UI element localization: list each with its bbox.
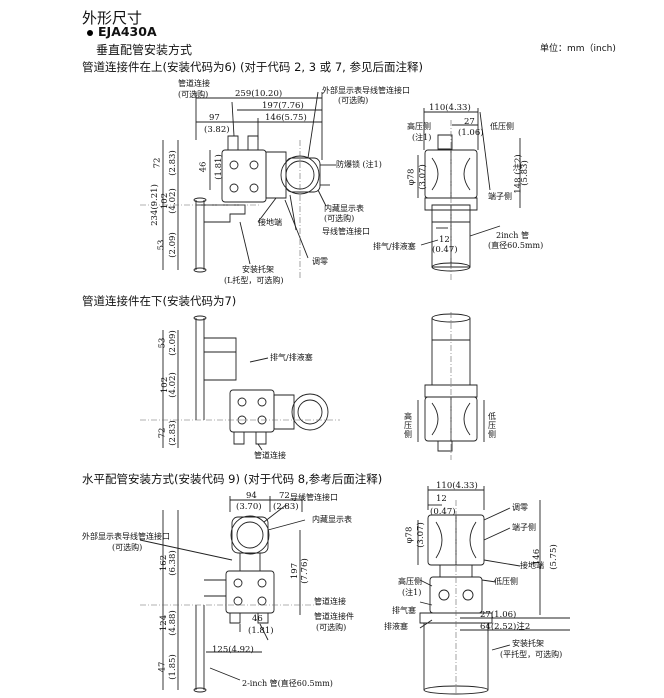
s1-dim-97: 97 bbox=[209, 113, 220, 123]
s3-pipe-2in-label: 2-inch 管(直径60.5mm) bbox=[242, 679, 333, 688]
s1-dim-53: 53 bbox=[156, 239, 167, 251]
s1-explosion-lock-label: 防爆锁 (注1) bbox=[336, 160, 382, 169]
section1-subtitle: 管道连接件在上(安装代码为6) (对于代码 2, 3 或 7, 参见后面注释) bbox=[82, 60, 423, 74]
s3-dim-46-inch: (1.81) bbox=[248, 626, 274, 636]
s2-dim-102-inch: (4.02) bbox=[167, 372, 178, 398]
s3-ground-label: 接地端 bbox=[520, 561, 544, 570]
s3-side-dim-12-inch: (0.47) bbox=[430, 507, 456, 517]
s2-dim-53-inch: (2.09) bbox=[167, 330, 178, 356]
s3-pipe-conn-label: 管道连接 bbox=[314, 597, 346, 606]
s1-side-dim-27-inch: (1.06) bbox=[458, 128, 484, 138]
s2-low-side-label: 低压侧 bbox=[488, 412, 496, 440]
s3-side-dim-110: 110(4.33) bbox=[436, 481, 478, 491]
s3-dim-162-inch: (6.38) bbox=[167, 550, 178, 576]
section3-title: 水平配管安装方式(安装代码 9) (对于代码 8,参考后面注释) bbox=[82, 472, 383, 486]
s1-pipe-2in-label: 2inch 管 bbox=[496, 231, 529, 240]
s1-high-side-label: 高压侧 bbox=[407, 122, 431, 131]
section1-title: 垂直配管安装方式 bbox=[96, 43, 193, 57]
s2-dim-53: 53 bbox=[157, 337, 168, 349]
s2-dim-72-inch: (2.83) bbox=[167, 420, 178, 446]
s1-pipe-2in-dia: (直径60.5mm) bbox=[488, 241, 544, 250]
s2-dim-72: 72 bbox=[157, 427, 168, 439]
s1-dim-234: 234(9.21) bbox=[149, 184, 160, 226]
s1-pipe-conn-optional: (可选购) bbox=[178, 90, 209, 99]
s1-terminal-side-label: 端子侧 bbox=[488, 192, 512, 201]
s3-dim-72: 72 bbox=[279, 491, 290, 501]
s1-low-side-label: 低压侧 bbox=[490, 122, 514, 131]
s1-dim-46-inch: (1.81) bbox=[213, 154, 224, 180]
s1-dim-97-inch: (3.82) bbox=[204, 125, 230, 135]
s3-dim-197: 197 bbox=[290, 562, 301, 580]
s1-side-dim-12: 12 bbox=[439, 235, 450, 245]
s3-pipe-fitting-optional: (可选购) bbox=[316, 623, 347, 632]
s3-dim-197-inch: (7.76) bbox=[299, 558, 310, 584]
s1-dim-72: 72 bbox=[152, 157, 163, 169]
s1-side-dim-110: 110(4.33) bbox=[429, 103, 471, 113]
s1-ext-display-optional: (可选购) bbox=[338, 96, 369, 105]
s1-side-dim-27: 27 bbox=[464, 117, 475, 127]
unit-note: 单位：mm（inch) bbox=[540, 44, 616, 54]
s1-dim-259: 259(10.20) bbox=[235, 89, 283, 99]
s3-ext-display-conduit-label: 外部显示表导线管连接口 bbox=[82, 532, 170, 541]
s3-terminal-side-label: 端子侧 bbox=[512, 523, 536, 532]
s3-side-dim-78: φ78 bbox=[404, 526, 415, 544]
model-name: EJA430A bbox=[98, 24, 157, 39]
section2-title: 管道连接件在下(安装代码为7) bbox=[82, 294, 237, 308]
page-title: 外形尺寸 bbox=[82, 9, 143, 27]
s1-vent-drain-label: 排气/排液塞 bbox=[373, 242, 416, 251]
s3-high-side-note: (注1) bbox=[402, 588, 422, 597]
s1-conduit-conn-label: 导线管连接口 bbox=[322, 227, 370, 236]
s3-dim-125: 125(4.92) bbox=[212, 645, 254, 655]
s1-ground-label: 接地端 bbox=[258, 218, 282, 227]
s3-dim-46: 46 bbox=[252, 614, 263, 624]
s3-dim-124-inch: (4.88) bbox=[167, 610, 178, 636]
s3-side-dim-64: 64(2.52)注2 bbox=[480, 622, 531, 632]
s3-pipe-fitting-label: 管道连接件 bbox=[314, 612, 354, 621]
s1-dim-102-inch: (4.02) bbox=[167, 188, 178, 214]
s3-side-dim-12: 12 bbox=[436, 494, 447, 504]
s3-zero-adjust-label: 调零 bbox=[512, 503, 528, 512]
s3-dim-47-inch: (1.85) bbox=[167, 654, 178, 680]
s1-side-dim-78-inch: (3.07) bbox=[417, 164, 428, 190]
s2-vent-drain-label: 排气/排液塞 bbox=[270, 353, 313, 362]
s1-internal-display-label: 内藏显示表 bbox=[324, 204, 364, 213]
s3-bracket-label: 安装托架 bbox=[512, 639, 544, 648]
s3-ext-display-optional: (可选购) bbox=[112, 543, 143, 552]
s1-dim-72-inch: (2.83) bbox=[167, 150, 178, 176]
s3-side-dim-27: 27(1.06) bbox=[480, 610, 517, 620]
s1-dim-197: 197(7.76) bbox=[262, 101, 304, 111]
s1-side-dim-78: φ78 bbox=[406, 168, 417, 186]
s1-pipe-conn-label: 管道连接 bbox=[178, 79, 210, 88]
s1-zero-adjust-label: 调零 bbox=[312, 257, 328, 266]
s3-side-dim-146-inch: (5.75) bbox=[548, 544, 559, 570]
s2-high-side-label: 高压侧 bbox=[404, 412, 412, 440]
s3-drain-plug-label: 排液塞 bbox=[384, 622, 408, 631]
s3-dim-94-inch: (3.70) bbox=[236, 502, 262, 512]
bullet-icon bbox=[87, 30, 93, 36]
s3-low-side-label: 低压侧 bbox=[494, 577, 518, 586]
s3-high-side-label: 高压侧 bbox=[398, 577, 422, 586]
s1-internal-display-optional: (可选购) bbox=[324, 214, 355, 223]
s1-dim-53-inch: (2.09) bbox=[167, 232, 178, 258]
s1-bracket-label: 安装托架 bbox=[242, 265, 274, 274]
s1-side-dim-12-inch: (0.47) bbox=[432, 245, 458, 255]
s3-vent-plug-label: 排气塞 bbox=[392, 606, 416, 615]
s3-bracket-optional: (平托型，可选购) bbox=[500, 650, 563, 659]
s1-bracket-optional: (L托型，可选购) bbox=[224, 276, 284, 285]
s3-conduit-conn-label: 导线管连接口 bbox=[290, 493, 338, 502]
s3-dim-72-inch: (2.83) bbox=[273, 502, 299, 512]
s1-side-dim-148-inch: (5.83) bbox=[519, 160, 530, 186]
s1-ext-display-conduit-label: 外部显示表导线管连接口 bbox=[322, 86, 410, 95]
s1-dim-46: 46 bbox=[198, 161, 209, 173]
s2-pipe-conn-label: 管道连接 bbox=[254, 451, 286, 460]
s3-dim-47: 47 bbox=[157, 661, 168, 673]
s1-dim-146: 146(5.75) bbox=[265, 113, 307, 123]
s3-side-dim-78-inch: (3.07) bbox=[415, 522, 426, 548]
s1-high-side-note: (注1) bbox=[412, 133, 432, 142]
s3-internal-display-label: 内藏显示表 bbox=[312, 515, 352, 524]
s3-dim-94: 94 bbox=[246, 491, 257, 501]
